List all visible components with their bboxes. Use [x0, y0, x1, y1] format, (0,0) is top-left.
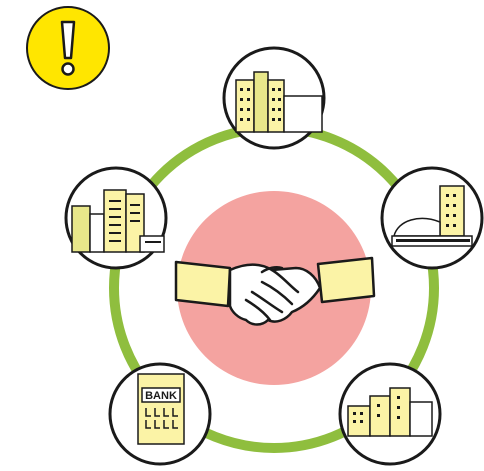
node-stadium	[380, 166, 484, 270]
factory-icon	[347, 387, 433, 437]
office-building-icon	[235, 71, 323, 133]
bank-icon: BANK	[137, 373, 185, 445]
node-bank: BANK	[108, 362, 212, 466]
bank-sign: BANK	[145, 390, 177, 402]
city-icon	[71, 189, 165, 253]
alert-badge	[26, 6, 110, 90]
handshake-icon	[174, 256, 376, 326]
node-city	[64, 166, 168, 270]
stadium-icon	[391, 185, 473, 247]
node-factory	[338, 362, 442, 466]
node-office-towers	[222, 46, 326, 150]
exclamation-icon	[60, 20, 76, 76]
